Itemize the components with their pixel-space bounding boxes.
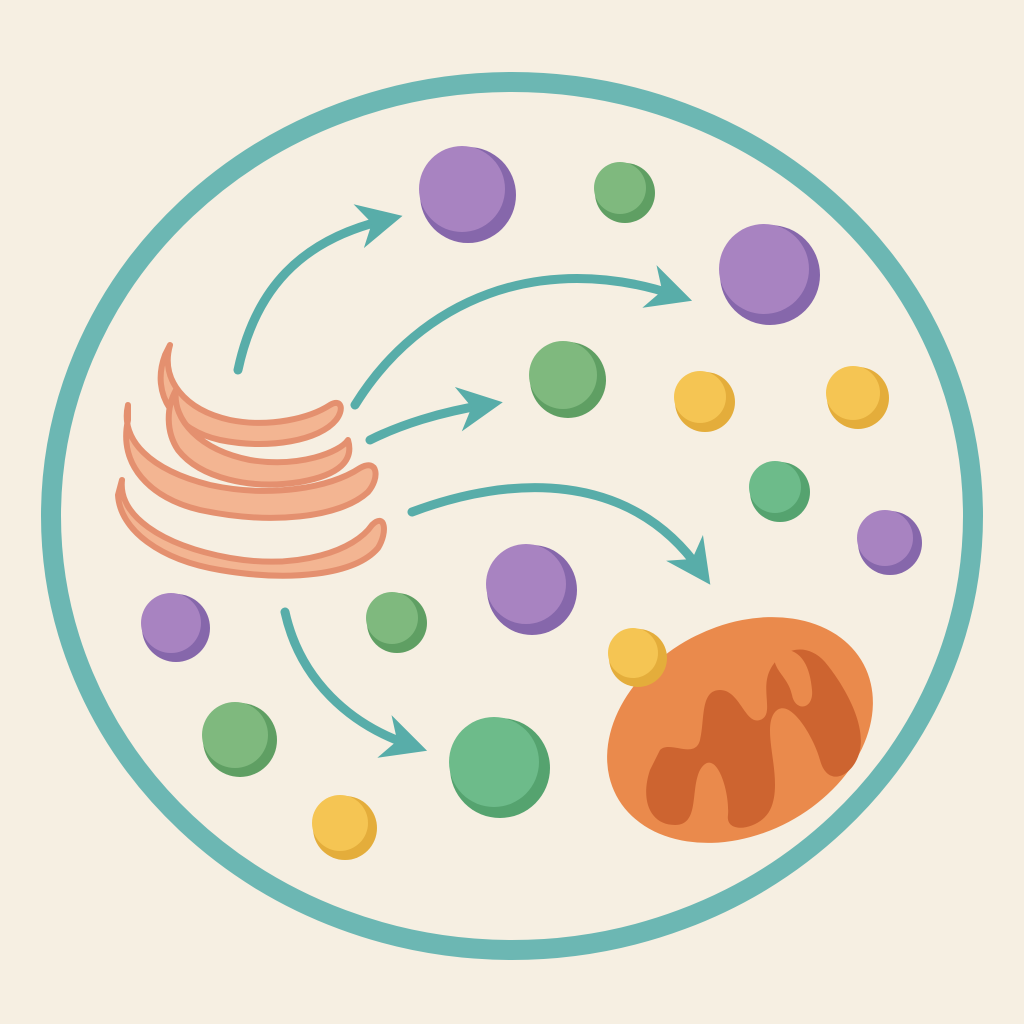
arrow-5 <box>280 607 428 758</box>
cell-membrane <box>41 72 983 960</box>
vesicle-purple <box>141 593 210 662</box>
vesicle-green <box>749 461 810 522</box>
vesicle-purple <box>486 544 577 635</box>
vesicle-yellow <box>674 371 735 432</box>
arrow-3 <box>365 386 503 445</box>
vesicle-green <box>366 592 427 653</box>
mitochondrion-icon <box>607 617 873 843</box>
vesicles <box>141 146 922 860</box>
vesicle-green <box>449 717 550 818</box>
arrow-2 <box>350 265 693 410</box>
golgi-icon <box>115 342 387 579</box>
vesicle-yellow <box>608 628 667 687</box>
transport-arrows <box>233 204 711 758</box>
vesicle-green <box>594 162 655 223</box>
vesicle-yellow <box>312 795 377 860</box>
golgi-cisterna-3 <box>123 402 379 521</box>
golgi-cisterna-4 <box>115 477 387 579</box>
arrow-4 <box>407 483 711 585</box>
arrow-1 <box>233 204 403 375</box>
vesicle-purple <box>419 146 516 243</box>
vesicle-purple <box>857 510 922 575</box>
vesicle-purple <box>719 224 820 325</box>
vesicle-green <box>529 341 606 418</box>
vesicle-green <box>202 702 277 777</box>
mitochondrion-crista-inner <box>774 649 813 707</box>
vesicle-yellow <box>826 366 889 429</box>
golgi-cisterna-2 <box>165 387 353 488</box>
